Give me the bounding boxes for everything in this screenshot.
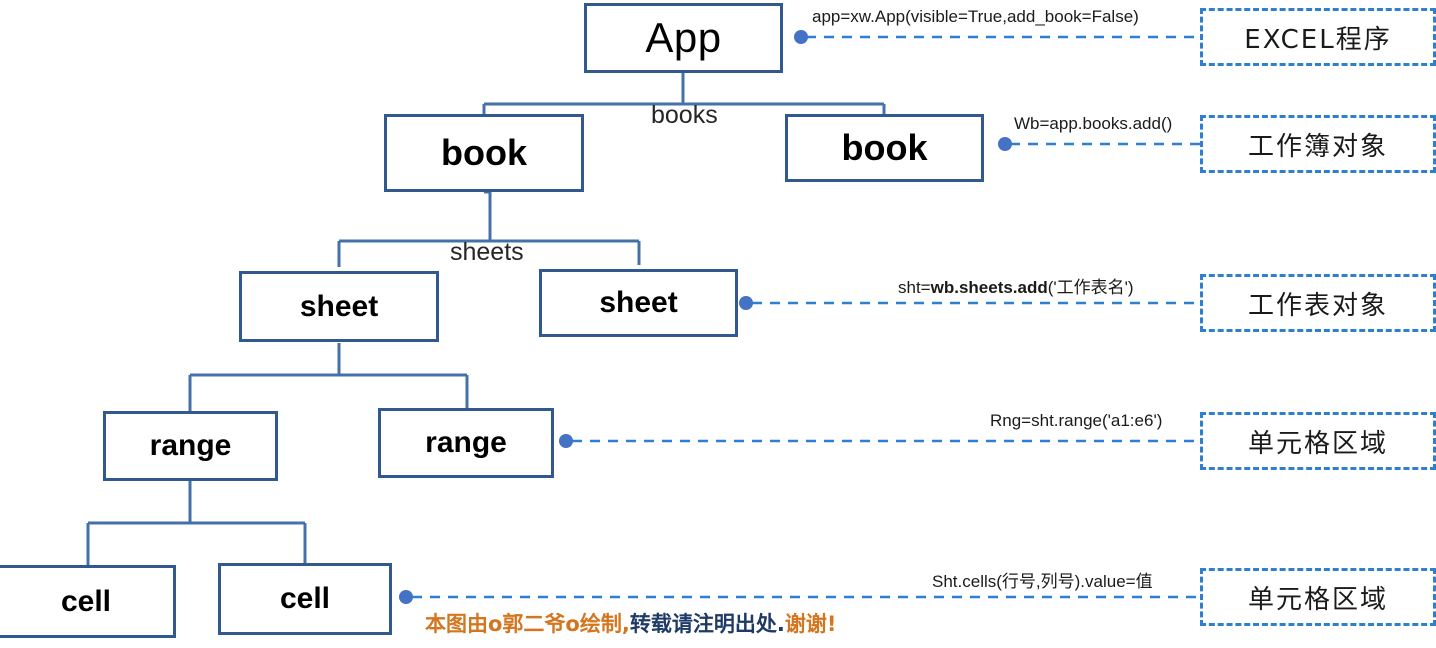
node-cell-1-label: cell [60,584,112,618]
edge-label-sheets: sheets [450,238,524,266]
leader-dot-app [794,30,808,44]
node-sheet-2-label: sheet [599,286,678,319]
node-book-2-label: book [841,127,928,168]
annotation-book-code: Wb=app.books.add() [1014,114,1173,133]
desc-box-sheet-label: 工作表对象 [1247,290,1388,321]
desc-box-app-label: EXCEL程序 [1244,24,1392,55]
desc-box-app[interactable]: EXCEL程序 [1200,8,1436,66]
annotation-sheet-code-prefix: sht= [898,278,931,297]
annotation-app-code: app=xw.App(visible=True,add_book=False) [812,7,1139,26]
leader-dot-range [559,434,573,448]
desc-box-cell[interactable]: 单元格区域 [1200,568,1436,626]
node-cell-2[interactable]: cell [218,563,392,635]
annotation-sheet-code: sht=wb.sheets.add('工作表名') [898,273,1134,298]
desc-box-cell-label: 单元格区域 [1247,584,1388,615]
annotation-sheet-code-suffix: ('工作表名') [1047,278,1134,297]
node-range-2-label: range [425,426,507,459]
node-range-1[interactable]: range [103,411,278,481]
desc-box-range[interactable]: 单元格区域 [1200,412,1436,470]
node-cell-2-label: cell [279,582,331,615]
watermark-part-2: 转载请注明出处. [629,612,785,636]
desc-box-range-label: 单元格区域 [1247,428,1388,459]
annotation-sheet-code-bold: wb.sheets.add [930,278,1048,297]
node-book-1[interactable]: book [384,114,584,192]
watermark-part-3: 谢谢! [784,612,837,636]
annotation-cell-code: Sht.cells(行号,列号).value=值 [932,572,1153,591]
node-book-2[interactable]: book [785,114,984,182]
leader-dot-cell [399,590,413,604]
node-book-1-label: book [441,132,527,173]
node-cell-1[interactable]: cell [0,565,176,638]
edge-label-books: books [651,101,718,129]
desc-box-book[interactable]: 工作簿对象 [1200,115,1436,173]
node-sheet-1-label: sheet [299,289,379,323]
leader-dot-sheet [739,296,753,310]
leader-dot-book [998,137,1012,151]
node-range-1-label: range [149,429,232,462]
node-app-label: App [645,14,722,61]
node-sheet-2[interactable]: sheet [539,269,738,337]
watermark-part-1: 本图由o郭二爷o绘制, [425,612,630,636]
node-range-2[interactable]: range [378,408,554,478]
watermark: 本图由o郭二爷o绘制,转载请注明出处.谢谢! [425,608,836,638]
node-app[interactable]: App [584,3,783,73]
desc-box-book-label: 工作簿对象 [1247,131,1388,162]
annotation-range-code: Rng=sht.range('a1:e6') [990,411,1163,430]
node-sheet-1[interactable]: sheet [239,271,439,342]
desc-box-sheet[interactable]: 工作表对象 [1200,274,1436,332]
